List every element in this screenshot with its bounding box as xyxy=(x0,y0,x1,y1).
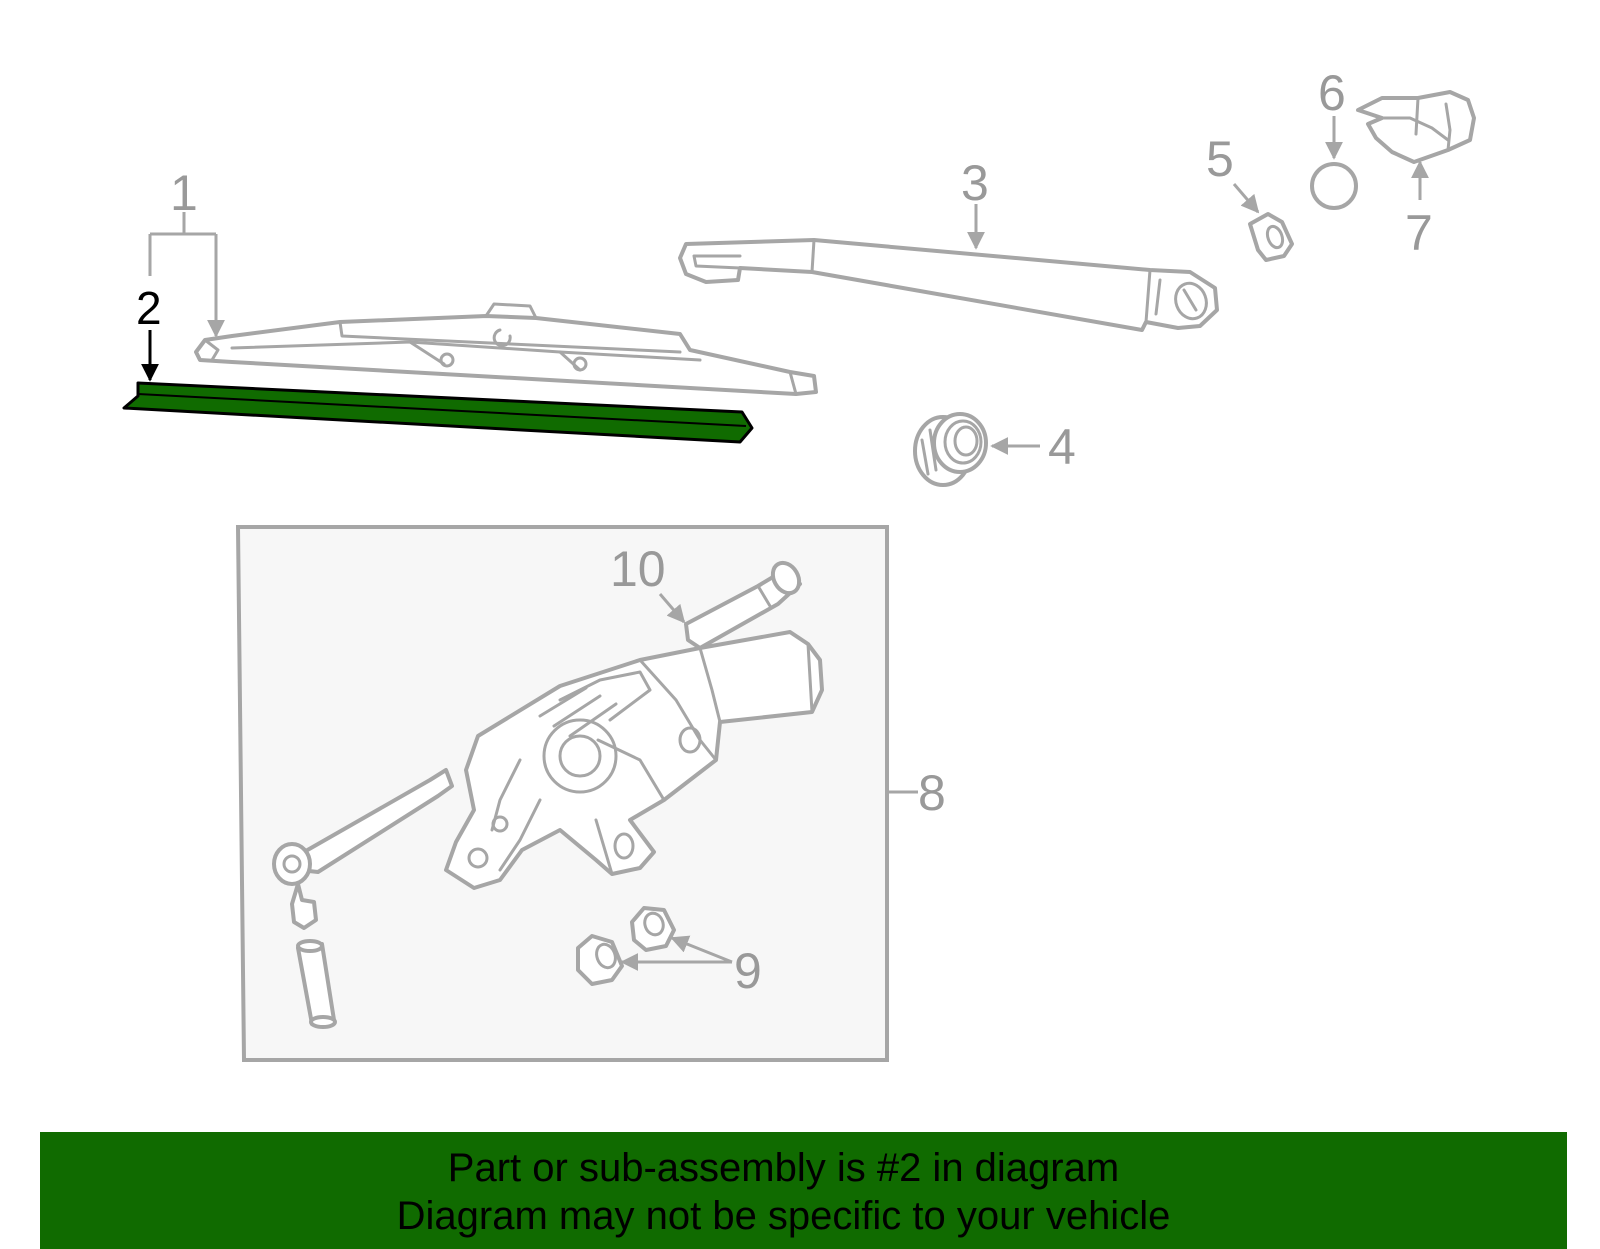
wiper-blade-refill[interactable] xyxy=(122,381,754,444)
callout-7: 7 xyxy=(1405,205,1433,261)
callout-6: 6 xyxy=(1318,65,1346,121)
pivot-pin[interactable] xyxy=(296,939,337,1029)
shaft-bolt[interactable] xyxy=(684,558,804,650)
nut[interactable] xyxy=(1248,212,1294,262)
callout-5: 5 xyxy=(1206,131,1234,187)
callout-3: 3 xyxy=(961,155,989,211)
callout-10: 10 xyxy=(610,541,666,597)
arm-cap[interactable] xyxy=(1356,90,1476,164)
callouts: 1 2 3 4 5 6 7 8 9 10 xyxy=(136,65,1433,999)
wiper-arm[interactable] xyxy=(678,238,1219,332)
banner-line-2: Diagram may not be specific to your vehi… xyxy=(396,1194,1171,1238)
mounting-nuts[interactable] xyxy=(576,906,676,986)
info-banner: Part or sub-assembly is #2 in diagram Di… xyxy=(40,1132,1567,1249)
motor-assembly-inset[interactable] xyxy=(235,525,889,1062)
leader-lines xyxy=(141,116,1429,971)
callout-1: 1 xyxy=(170,165,198,221)
linkage-rod[interactable] xyxy=(272,768,454,930)
banner-line-1: Part or sub-assembly is #2 in diagram xyxy=(447,1146,1120,1190)
washer[interactable] xyxy=(1310,162,1358,210)
callout-9: 9 xyxy=(734,943,762,999)
callout-2: 2 xyxy=(136,282,162,334)
wiper-blade-assembly[interactable] xyxy=(194,302,818,396)
callout-8: 8 xyxy=(918,765,946,821)
grommet[interactable] xyxy=(913,412,988,487)
callout-4: 4 xyxy=(1048,419,1076,475)
